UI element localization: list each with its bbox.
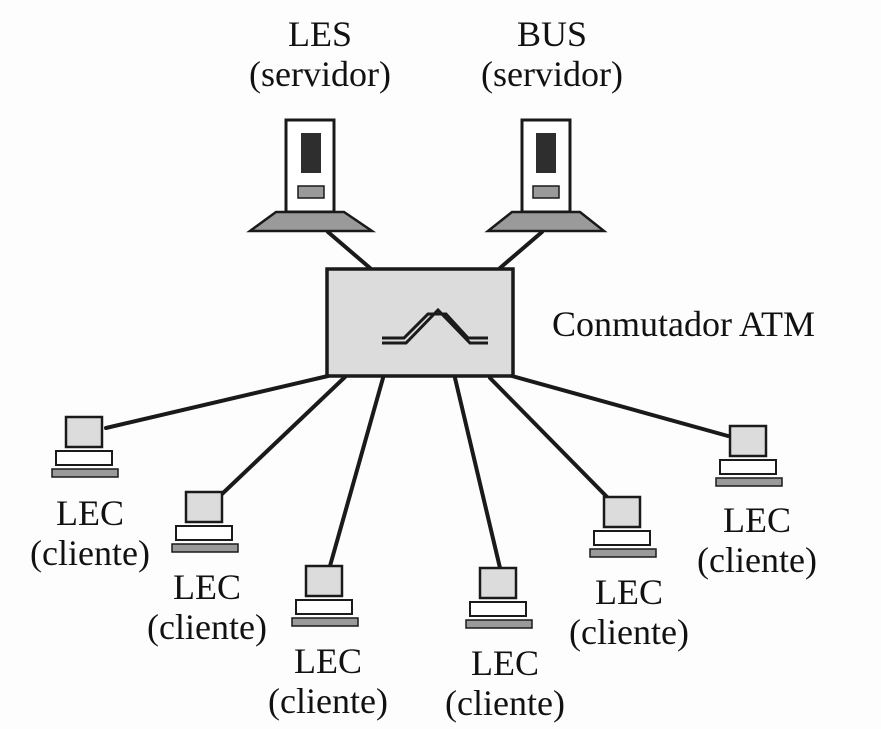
client-4-monitor	[478, 566, 518, 600]
client-6-cpu	[719, 459, 777, 475]
client-2-monitor	[184, 490, 224, 524]
client-3-label: LEC (cliente)	[243, 641, 413, 721]
client-2-keyboard	[171, 543, 239, 553]
client-6-name: LEC	[723, 500, 791, 540]
link-switch-client-3	[328, 376, 385, 568]
client-2-cpu	[175, 525, 233, 541]
client-4-cpu	[469, 601, 527, 617]
client-1-monitor	[64, 415, 104, 449]
link-switch-client-5	[488, 376, 612, 502]
client-5-role: (cliente)	[569, 612, 689, 652]
les-server-base	[246, 210, 377, 233]
client-6-monitor	[728, 424, 768, 458]
bus-server-label: BUS (servidor)	[462, 14, 642, 94]
client-3-cpu	[295, 599, 353, 615]
bus-server-role: (servidor)	[481, 54, 623, 94]
client-computer-icon	[465, 566, 533, 629]
client-1-name: LEC	[56, 493, 124, 533]
client-5-label: LEC (cliente)	[544, 572, 714, 652]
atm-switch-crossover-symbol-2	[382, 307, 488, 345]
client-6-keyboard	[715, 477, 783, 487]
client-3-keyboard	[291, 617, 359, 627]
bus-server-panel	[536, 133, 556, 173]
client-computer-icon	[51, 415, 119, 478]
client-computer-icon	[589, 495, 657, 558]
client-5-name: LEC	[595, 572, 663, 612]
client-3-name: LEC	[294, 641, 362, 681]
bus-server-icon	[484, 118, 608, 233]
les-server-icon	[246, 118, 377, 233]
client-6-label: LEC (cliente)	[672, 500, 842, 580]
link-switch-client-4	[453, 376, 502, 570]
bus-server-name: BUS	[516, 14, 588, 54]
client-1-cpu	[55, 450, 113, 466]
link-switch-client-6	[510, 374, 730, 438]
client-5-cpu	[593, 530, 651, 546]
client-computer-icon	[715, 424, 783, 487]
link-les-switch	[326, 230, 372, 270]
les-server-label: LES (servidor)	[230, 14, 410, 94]
client-computer-icon	[171, 490, 239, 553]
atm-switch-crossover-symbol	[382, 312, 488, 340]
client-6-role: (cliente)	[697, 540, 817, 580]
connections	[104, 230, 730, 570]
client-4-label: LEC (cliente)	[420, 643, 590, 723]
client-4-keyboard	[465, 619, 533, 629]
client-2-role: (cliente)	[147, 607, 267, 647]
les-server-name: LES	[287, 14, 352, 54]
les-server-panel	[301, 133, 321, 173]
client-1-keyboard	[51, 468, 119, 478]
bus-server-drive	[532, 185, 560, 199]
atm-switch-icon	[325, 267, 515, 378]
client-1-label: LEC (cliente)	[5, 493, 175, 573]
client-2-name: LEC	[173, 567, 241, 607]
atm-switch-label: Conmutador ATM	[552, 304, 816, 344]
client-computer-icon	[291, 564, 359, 627]
link-switch-client-1	[104, 374, 330, 430]
client-4-role: (cliente)	[445, 683, 565, 723]
link-switch-client-2	[220, 375, 347, 496]
client-2-label: LEC (cliente)	[122, 567, 292, 647]
les-server-drive	[297, 185, 325, 199]
client-5-keyboard	[589, 548, 657, 558]
link-bus-switch	[498, 230, 544, 270]
client-5-monitor	[602, 495, 642, 529]
les-server-role: (servidor)	[249, 54, 391, 94]
client-3-monitor	[304, 564, 344, 598]
client-3-role: (cliente)	[268, 681, 388, 721]
client-1-role: (cliente)	[30, 533, 150, 573]
client-4-name: LEC	[471, 643, 539, 683]
bus-server-base	[484, 210, 608, 233]
